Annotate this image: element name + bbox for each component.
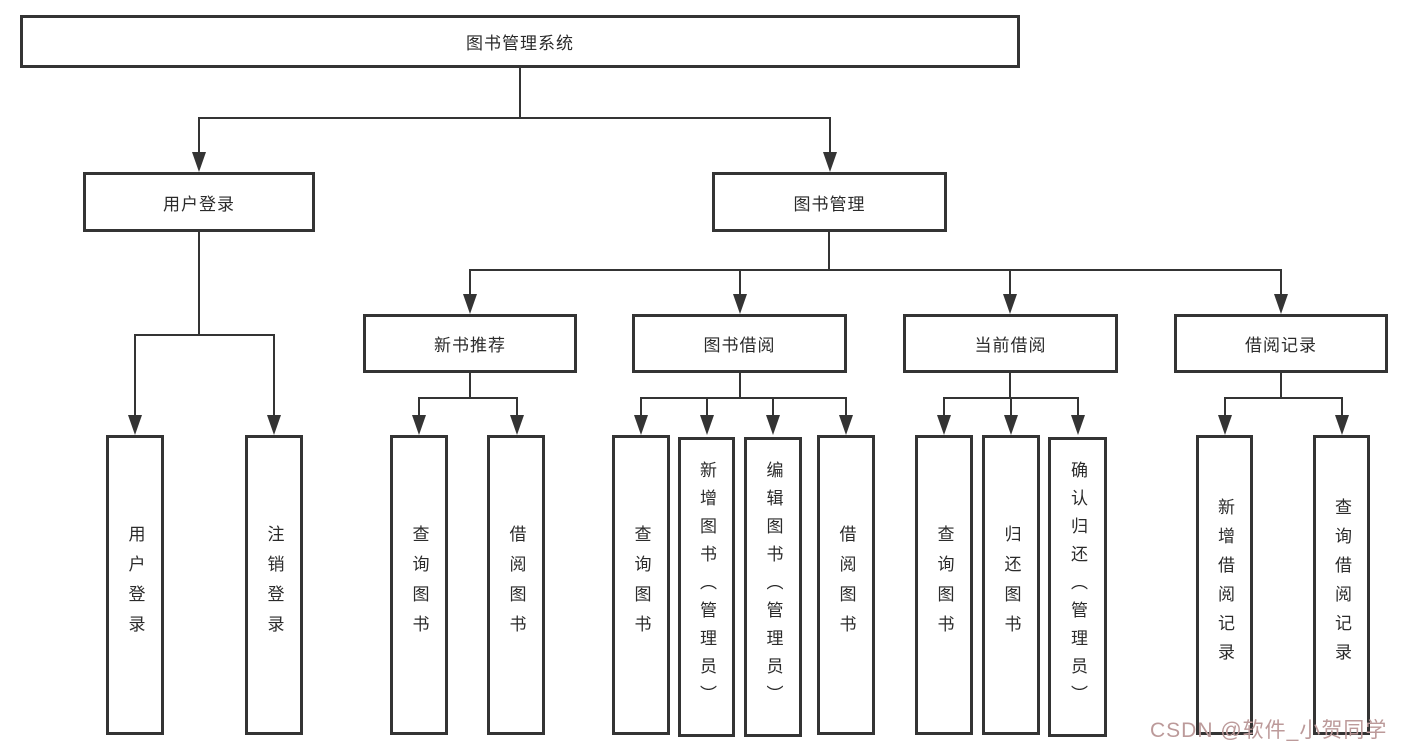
leaf-label: 新增图书（管理员）: [697, 461, 716, 713]
connector-line: [1224, 397, 1343, 399]
leaf-cb-return-books: 归还图书: [982, 435, 1040, 735]
leaf-logout: 注销登录: [245, 435, 303, 735]
arrow-down-icon: [510, 415, 524, 435]
node-new-book-recommendation: 新书推荐: [363, 314, 577, 373]
arrow-down-icon: [766, 415, 780, 435]
node-label: 图书管理系统: [466, 34, 574, 53]
arrow-down-icon: [267, 415, 281, 435]
leaf-label: 新增借阅记录: [1215, 498, 1234, 672]
connector-line: [640, 397, 847, 399]
connector-line: [418, 397, 420, 417]
leaf-label: 用户登录: [125, 525, 145, 645]
connector-line: [772, 397, 774, 417]
connector-line: [198, 117, 831, 119]
connector-line: [1280, 373, 1282, 399]
arrow-down-icon: [634, 415, 648, 435]
connector-line: [273, 334, 275, 418]
node-label: 新书推荐: [434, 336, 506, 355]
arrow-down-icon: [1335, 415, 1349, 435]
connector-line: [1224, 397, 1226, 417]
connector-line: [1077, 397, 1079, 417]
arrow-down-icon: [733, 294, 747, 314]
leaf-br-query-record: 查询借阅记录: [1313, 435, 1370, 735]
connector-line: [469, 269, 471, 296]
leaf-label: 注销登录: [264, 525, 284, 645]
connector-line: [134, 334, 275, 336]
connector-line: [418, 397, 518, 399]
connector-line: [1009, 373, 1011, 399]
node-current-borrowing: 当前借阅: [903, 314, 1118, 373]
connector-line: [1341, 397, 1343, 417]
leaf-label: 确认归还（管理员）: [1068, 461, 1087, 713]
leaf-bb-borrow-books: 借阅图书: [817, 435, 875, 735]
connector-line: [739, 269, 741, 296]
leaf-label: 借阅图书: [836, 525, 856, 645]
leaf-bb-query-books: 查询图书: [612, 435, 670, 735]
leaf-label: 查询图书: [934, 525, 954, 645]
connector-line: [845, 397, 847, 417]
arrow-down-icon: [192, 152, 206, 172]
node-library-management-system: 图书管理系统: [20, 15, 1020, 68]
node-label: 用户登录: [163, 194, 235, 214]
connector-line: [1280, 269, 1282, 296]
connector-line: [198, 232, 200, 336]
arrow-down-icon: [463, 294, 477, 314]
node-label: 图书管理: [793, 194, 866, 214]
leaf-rec-query-books: 查询图书: [390, 435, 448, 735]
leaf-label: 借阅图书: [506, 525, 526, 645]
connector-line: [829, 117, 831, 157]
arrow-down-icon: [1274, 294, 1288, 314]
leaf-rec-borrow-books: 借阅图书: [487, 435, 545, 735]
node-label: 当前借阅: [974, 336, 1047, 355]
arrow-down-icon: [1071, 415, 1085, 435]
arrow-down-icon: [839, 415, 853, 435]
node-label: 图书借阅: [703, 336, 776, 355]
arrow-down-icon: [700, 415, 714, 435]
connector-line: [739, 373, 741, 399]
leaf-label: 查询图书: [631, 525, 651, 645]
arrow-down-icon: [128, 415, 142, 435]
leaf-label: 归还图书: [1001, 525, 1021, 645]
arrow-down-icon: [1218, 415, 1232, 435]
arrow-down-icon: [823, 152, 837, 172]
connector-line: [469, 269, 1281, 271]
connector-line: [828, 232, 830, 271]
node-label: 借阅记录: [1245, 336, 1317, 355]
node-borrowing-records: 借阅记录: [1174, 314, 1388, 373]
connector-line: [640, 397, 642, 417]
leaf-br-add-record: 新增借阅记录: [1196, 435, 1253, 735]
connector-line: [469, 373, 471, 399]
connector-line: [134, 334, 136, 418]
arrow-down-icon: [937, 415, 951, 435]
leaf-cb-query-books: 查询图书: [915, 435, 973, 735]
connector-line: [943, 397, 945, 417]
arrow-down-icon: [1004, 415, 1018, 435]
csdn-watermark: CSDN @软件_小贺同学: [1150, 719, 1388, 742]
leaf-label: 查询图书: [409, 525, 429, 645]
node-book-borrowing: 图书借阅: [632, 314, 847, 373]
leaf-label: 编辑图书（管理员）: [763, 461, 783, 713]
arrow-down-icon: [1003, 294, 1017, 314]
leaf-cb-confirm-return-admin: 确认归还（管理员）: [1048, 437, 1107, 737]
leaf-label: 查询借阅记录: [1332, 498, 1351, 672]
connector-line: [516, 397, 518, 417]
leaf-bb-add-books-admin: 新增图书（管理员）: [678, 437, 735, 737]
connector-line: [519, 68, 521, 118]
node-user-login: 用户登录: [83, 172, 315, 232]
connector-line: [706, 397, 708, 417]
leaf-user-login: 用户登录: [106, 435, 164, 735]
connector-line: [1009, 269, 1011, 296]
leaf-bb-edit-books-admin: 编辑图书（管理员）: [744, 437, 802, 737]
connector-line: [1010, 397, 1012, 417]
node-book-management: 图书管理: [712, 172, 947, 232]
connector-line: [198, 117, 200, 157]
arrow-down-icon: [412, 415, 426, 435]
